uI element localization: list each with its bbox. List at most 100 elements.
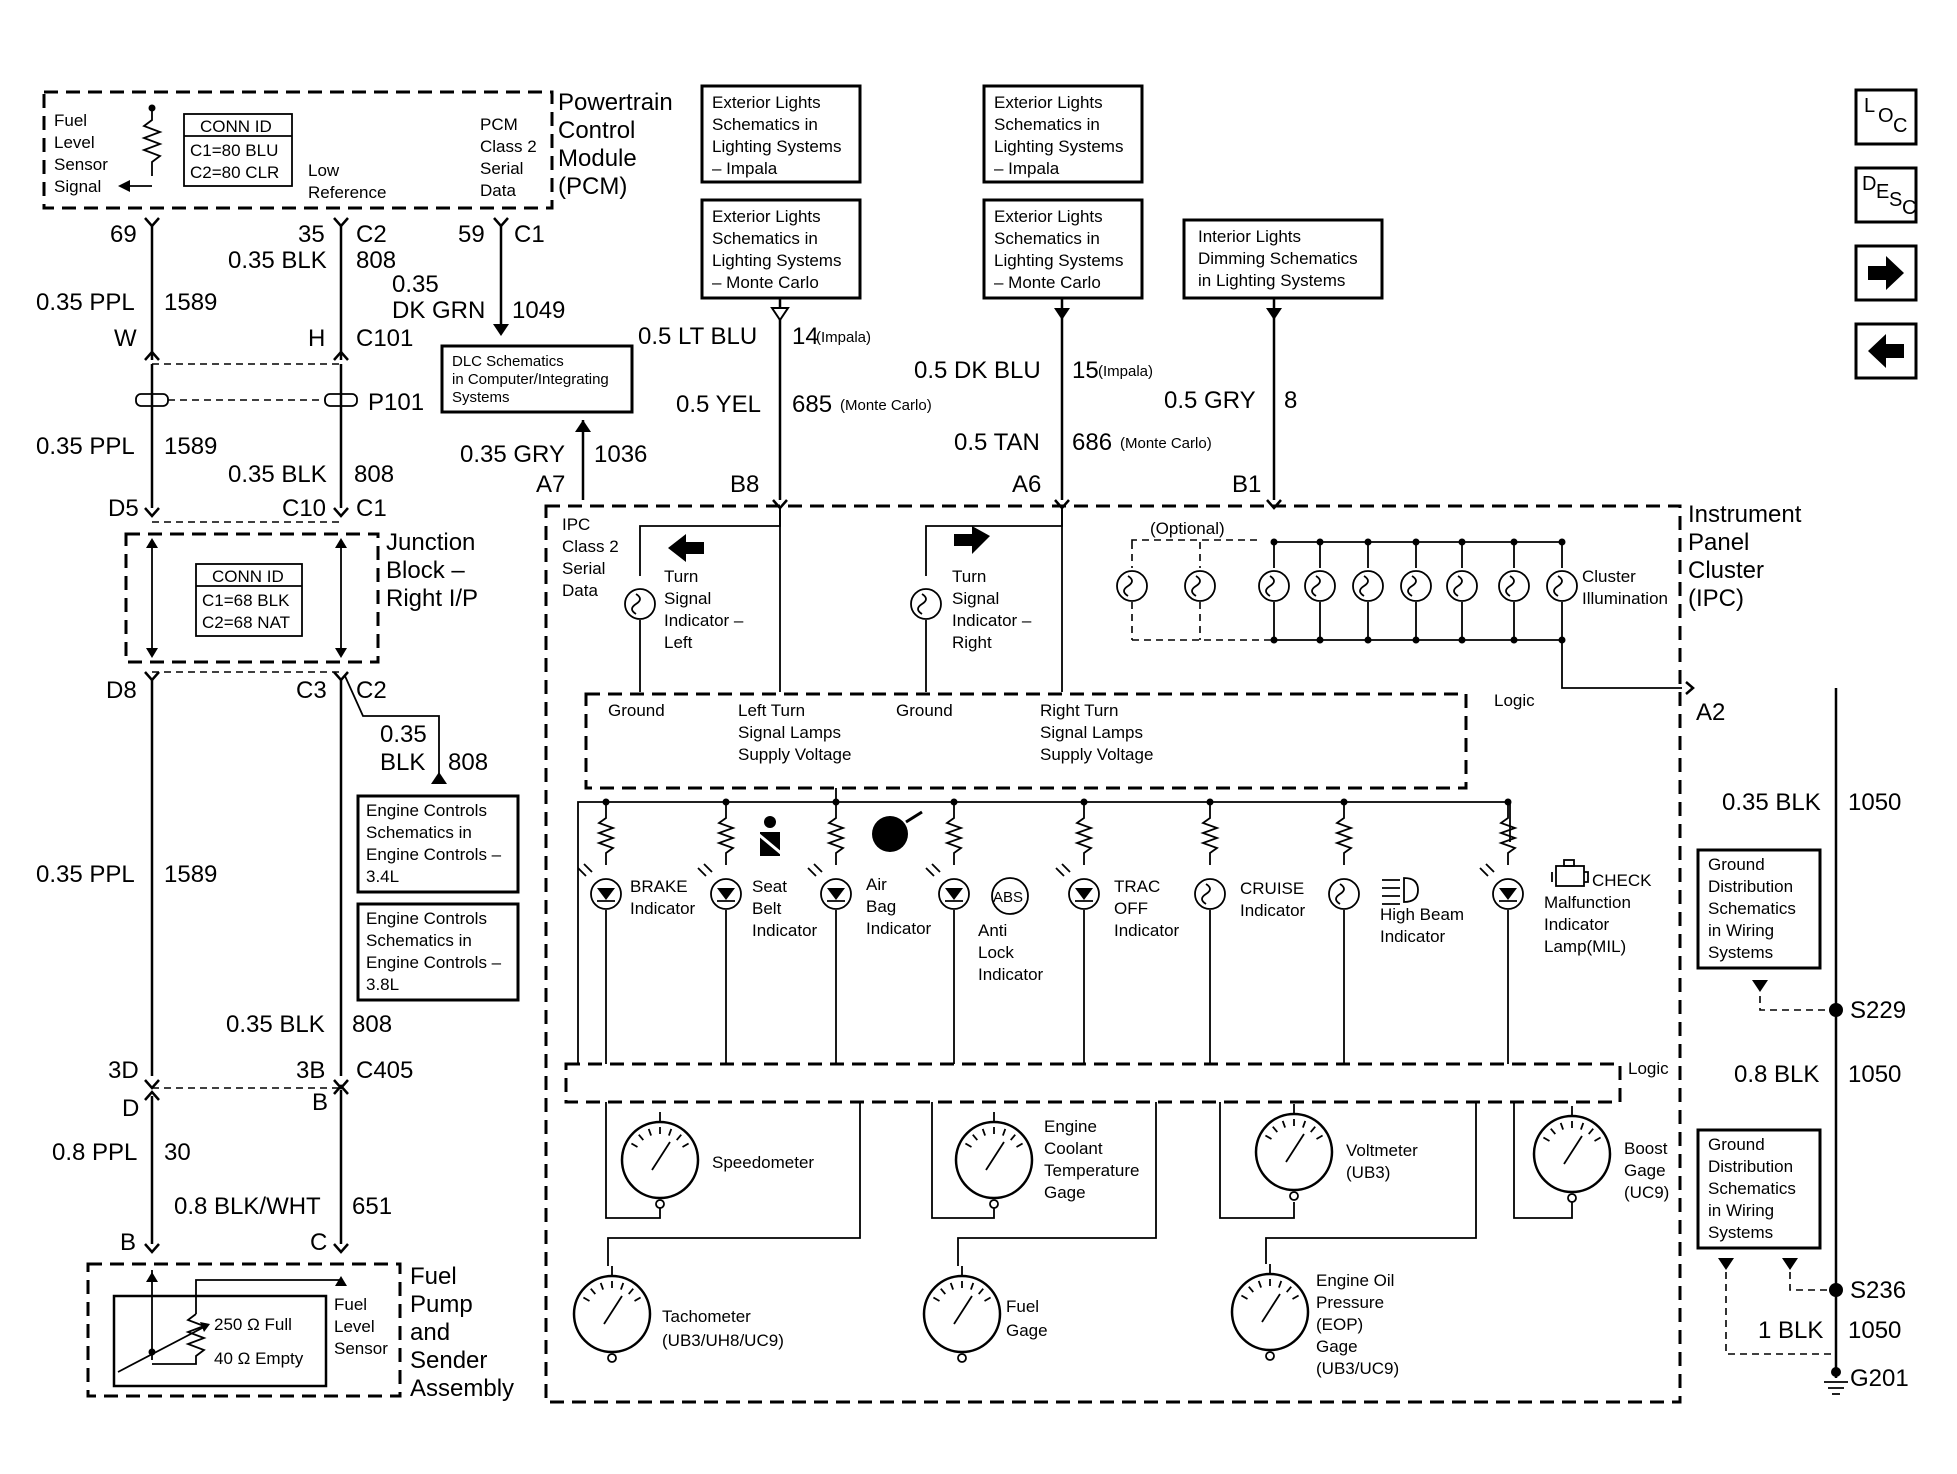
- pcm-serial-label: Data: [480, 181, 516, 200]
- svg-text:in Wiring: in Wiring: [1708, 921, 1774, 940]
- back-arrow-icon[interactable]: [1854, 322, 1918, 380]
- signal-arrow-icon: [118, 180, 130, 192]
- pcm-module: Powertrain Control Module (PCM) Fuel Lev…: [42, 89, 673, 324]
- coolant-label: Temperature: [1044, 1161, 1139, 1180]
- pin-label: A2: [1696, 699, 1725, 726]
- ground-dist-ref-2[interactable]: Ground Distribution Schematics in Wiring…: [1696, 1128, 1822, 1250]
- circuit-number: 1050: [1848, 1061, 1901, 1088]
- pin-label: A6: [1012, 471, 1041, 498]
- tachometer-label: Tachometer: [662, 1307, 751, 1326]
- seatbelt-label: Indicator: [752, 921, 818, 940]
- svg-text:3.8L: 3.8L: [366, 975, 399, 994]
- ec-3.8l-ref-box[interactable]: Engine Controls Schematics in Engine Con…: [356, 902, 520, 1002]
- mil-label: Lamp(MIL): [1544, 937, 1626, 956]
- eop-label: (EOP): [1316, 1315, 1363, 1334]
- circuit-number: 808: [356, 247, 396, 274]
- jb-conn-id-box: [195, 563, 303, 637]
- pin-label: H: [308, 325, 325, 352]
- loc-nav-button[interactable]: L O C: [1854, 88, 1918, 146]
- svg-text:Distribution: Distribution: [1708, 877, 1793, 896]
- gauge-icon: [1230, 1102, 1477, 1361]
- ground-label: Ground: [608, 701, 665, 720]
- interior-lights-ref[interactable]: Interior Lights Dimming Schematics in Li…: [1182, 218, 1384, 300]
- fuel-title: Sender: [410, 1347, 487, 1374]
- connector-label: P101: [368, 389, 424, 416]
- ec-3.4l-ref-box[interactable]: Engine Controls Schematics in Engine Con…: [356, 794, 520, 894]
- conn-id-line: C2=80 CLR: [190, 163, 279, 182]
- conn-id-line: C2=68 NAT: [202, 613, 290, 632]
- gauge-icon: [572, 1102, 861, 1363]
- circuit-number: 808: [448, 749, 488, 776]
- svg-text:in Wiring: in Wiring: [1708, 1201, 1774, 1220]
- engine-icon: [1551, 859, 1589, 887]
- variant-label: (Impala): [1098, 363, 1153, 380]
- ext-lights-mc-ref-a[interactable]: Exterior Lights Schematics in Lighting S…: [700, 198, 862, 300]
- low-ref-label: Low: [308, 161, 340, 180]
- pin-label: 59: [458, 221, 485, 248]
- svg-text:O: O: [1878, 105, 1894, 127]
- svg-text:Schematics in: Schematics in: [994, 115, 1100, 134]
- wire-color-label: 0.35 PPL: [36, 289, 135, 316]
- pcm-title-4: (PCM): [558, 173, 627, 200]
- pcm-serial-label: Serial: [480, 159, 523, 178]
- ext-lights-impala-ref-b[interactable]: Exterior Lights Schematics in Lighting S…: [982, 84, 1144, 184]
- svg-text:Systems: Systems: [1708, 1223, 1773, 1242]
- svg-text:Signal Lamps: Signal Lamps: [1040, 723, 1143, 742]
- left-harness: 0.35 PPL 1589 W H C101 P101 0.35 PPL 158…: [36, 226, 509, 523]
- wire-color-label: 0.35 GRY: [460, 441, 565, 468]
- svg-text:Schematics in: Schematics in: [366, 931, 472, 950]
- svg-text:Schematics in: Schematics in: [366, 823, 472, 842]
- ext-lights-mc-ref-b[interactable]: Exterior Lights Schematics in Lighting S…: [982, 198, 1144, 300]
- mil-label: Indicator: [1544, 915, 1610, 934]
- svg-text:Lighting Systems: Lighting Systems: [994, 251, 1123, 270]
- wire-color-label: DK GRN: [392, 297, 485, 324]
- forward-arrow-icon[interactable]: [1854, 244, 1918, 302]
- fuel-gage-label: Gage: [1006, 1321, 1048, 1340]
- conn-id-line: C1=68 BLK: [202, 591, 290, 610]
- svg-text:Supply Voltage: Supply Voltage: [738, 745, 851, 764]
- svg-text:Schematics: Schematics: [1708, 1179, 1796, 1198]
- variant-label: (Monte Carlo): [840, 397, 932, 414]
- connector-label: C1: [356, 495, 387, 522]
- airbag-label: Bag: [866, 897, 896, 916]
- connector-label: C1: [514, 221, 545, 248]
- ipc-title: Panel: [1688, 529, 1749, 556]
- highbeam-icon: [1382, 877, 1419, 905]
- svg-text:– Impala: – Impala: [712, 159, 778, 178]
- circuit-number: 14: [792, 323, 819, 350]
- svg-text:Schematics: Schematics: [1708, 899, 1796, 918]
- fuel-title: Assembly: [410, 1375, 514, 1402]
- desc-nav-button[interactable]: D E S C: [1854, 166, 1918, 224]
- ipc-serial-label: Class 2: [562, 537, 619, 556]
- tachometer-label: (UB3/UH8/UC9): [662, 1331, 784, 1350]
- connector-label: C2: [356, 221, 387, 248]
- svg-text:Schematics in: Schematics in: [994, 229, 1100, 248]
- pin-label: 3D: [108, 1057, 139, 1084]
- svg-text:Lighting Systems: Lighting Systems: [994, 137, 1123, 156]
- empty-resistance: 40 Ω Empty: [214, 1349, 304, 1368]
- svg-text:3.4L: 3.4L: [366, 867, 399, 886]
- svg-text:Left: Left: [664, 633, 693, 652]
- svg-text:Left Turn: Left Turn: [738, 701, 805, 720]
- circuit-number: 808: [352, 1011, 392, 1038]
- led-indicator-icon: [807, 798, 852, 1064]
- ext-lights-impala-ref-a[interactable]: Exterior Lights Schematics in Lighting S…: [700, 84, 862, 184]
- svg-text:C: C: [1902, 197, 1916, 219]
- fuel-sensor-label: Fuel: [334, 1295, 367, 1314]
- svg-text:Ground: Ground: [1708, 1135, 1765, 1154]
- dlc-ref[interactable]: DLC Schematics in Computer/Integrating S…: [440, 344, 634, 414]
- wire-color-label: 0.8 BLK/WHT: [174, 1193, 321, 1220]
- svg-text:Indicator –: Indicator –: [952, 611, 1032, 630]
- pcm-title-3: Module: [558, 145, 637, 172]
- svg-text:Ground: Ground: [1708, 855, 1765, 874]
- ground-dist-ref-1[interactable]: Ground Distribution Schematics in Wiring…: [1696, 848, 1822, 970]
- fuel-signal-label: Fuel: [54, 111, 87, 130]
- voltmeter-label: Voltmeter: [1346, 1141, 1418, 1160]
- wire-color-label: BLK: [380, 749, 425, 776]
- pcm-title-2: Control: [558, 117, 635, 144]
- circuit-number: 1589: [164, 433, 217, 460]
- wire-color-label: 0.35 BLK: [228, 247, 327, 274]
- svg-text:C: C: [1893, 115, 1907, 137]
- pin-label: W: [114, 325, 137, 352]
- splice-icon: [1829, 1003, 1843, 1017]
